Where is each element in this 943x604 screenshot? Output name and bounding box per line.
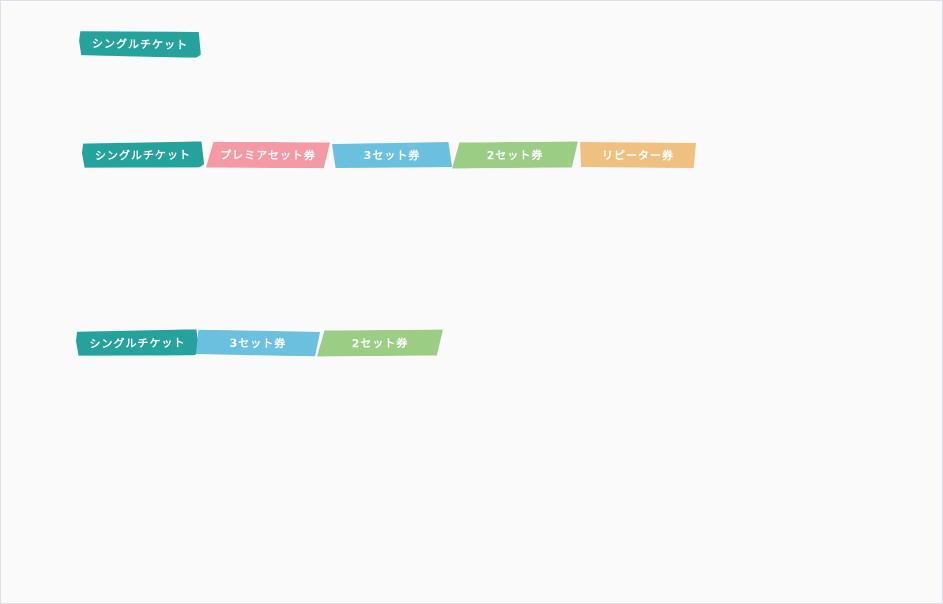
tab-label: 3セット券 [363,149,421,162]
tab-premier-set-ticket[interactable]: プレミアセット券 [206,142,330,169]
tab-repeater-ticket[interactable]: リピーター券 [580,142,696,168]
tab-label: シングルチケット [94,148,192,163]
tab-label: 2セット券 [486,148,544,163]
tab-label: プレミアセット券 [220,148,316,163]
tab-label: 2セット券 [351,336,409,351]
tab-3-set-ticket[interactable]: 3セット券 [196,330,320,357]
tab-single-ticket[interactable]: シングルチケット [79,30,201,58]
tab-3-set-ticket[interactable]: 3セット券 [332,142,452,168]
tab-2-set-ticket[interactable]: 2セット券 [452,141,578,168]
tab-label: リピーター券 [602,149,674,162]
ticket-tab-row-2: シングルチケット プレミアセット券 3セット券 2セット券 リピーター券 [82,142,702,172]
tab-label: シングルチケット [89,336,186,351]
tab-single-ticket[interactable]: シングルチケット [76,329,199,357]
tab-2-set-ticket[interactable]: 2セット券 [317,330,443,357]
tab-label: 3セット券 [229,336,287,351]
tab-single-ticket[interactable]: シングルチケット [82,141,204,168]
ticket-tab-row-3: シングルチケット 3セット券 2セット券 [76,330,456,360]
ticket-tab-row-1: シングルチケット [79,31,209,61]
tab-label: シングルチケット [91,37,189,52]
